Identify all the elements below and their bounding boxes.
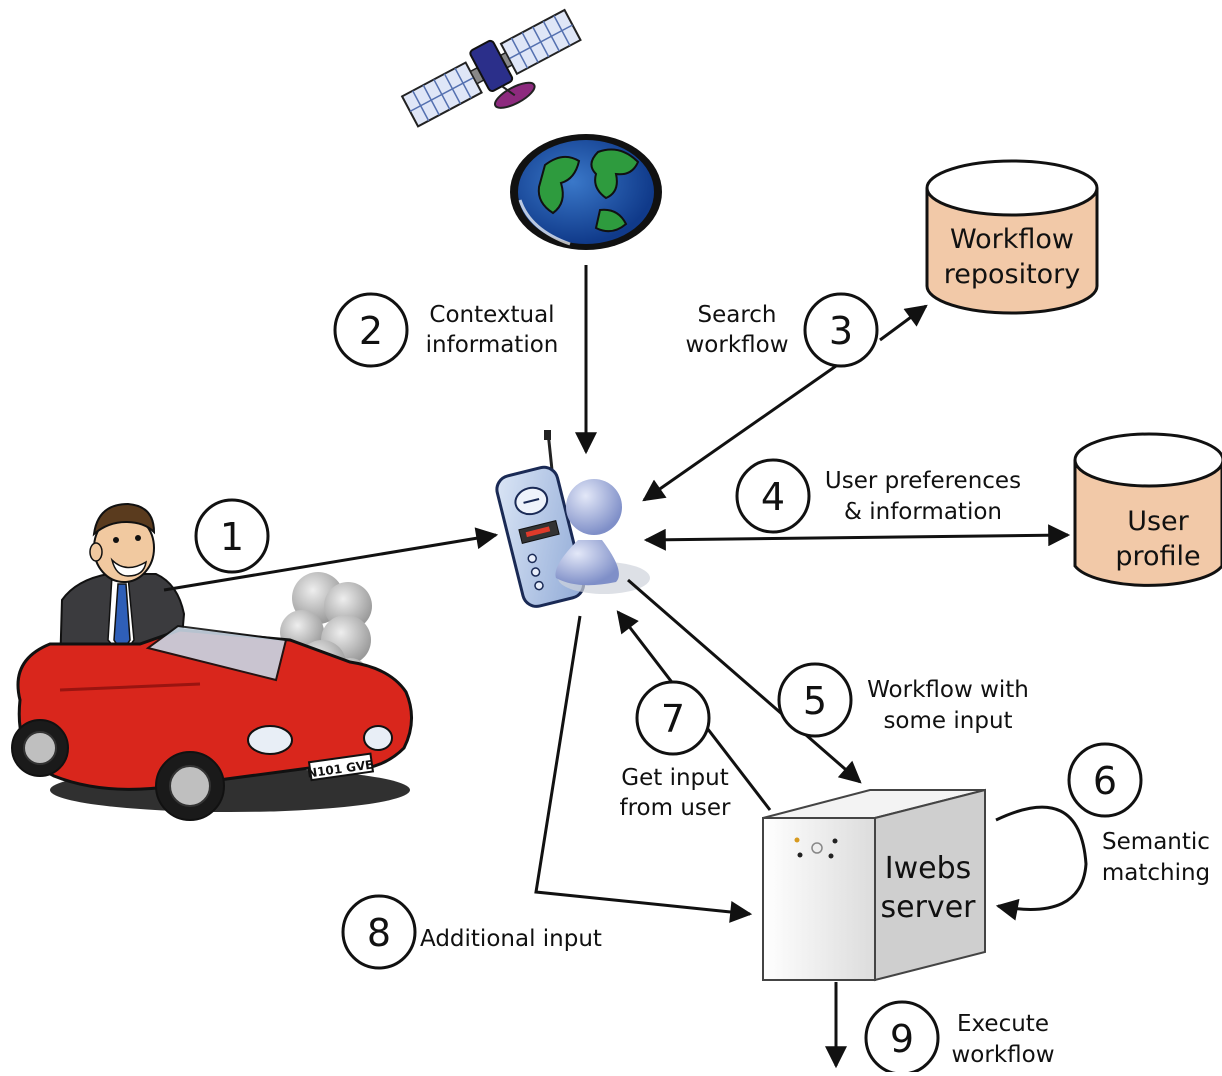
step-2-label-line-2: information: [426, 332, 559, 358]
step-7-number: 7: [661, 697, 685, 741]
step-4-label-line-1: User preferences: [825, 468, 1021, 494]
step-4-badge: 4: [735, 458, 811, 534]
user-profile-db: User profile: [1073, 432, 1222, 587]
agent-pawn-icon: [555, 479, 650, 594]
arrows: [163, 265, 1088, 1069]
step-5-label-line-2: some input: [883, 708, 1012, 734]
workflow-repository-label-line-1: Workflow: [950, 224, 1074, 255]
arrow-6-semantic-loop: [995, 805, 1088, 921]
server-label-line-1: Iwebs: [885, 851, 972, 886]
step-5-label-line-1: Workflow with: [867, 677, 1029, 703]
workflow-repository-label-line-2: repository: [944, 259, 1081, 290]
step-3-badge: 3: [803, 292, 879, 368]
step-1-badge: 1: [194, 498, 270, 574]
step-6-label-line-2: matching: [1102, 860, 1210, 886]
step-7-label-line-1: Get input: [621, 765, 728, 791]
globe-icon: [510, 134, 662, 250]
step-3-label-line-2: workflow: [685, 332, 788, 358]
step-2-label-line-1: Contextual: [429, 302, 554, 328]
step-7-badge: 7: [635, 680, 711, 756]
step-5-badge: 5: [777, 662, 853, 738]
step-2-badge: 2: [333, 292, 409, 368]
arrow-3-phone-to-circle: [642, 364, 837, 502]
step-6-badge: 6: [1067, 742, 1143, 818]
step-4-number: 4: [761, 475, 785, 519]
iwebs-server-icon: Iwebs server: [762, 788, 986, 982]
arrow-8-phone-to-server: [534, 615, 753, 923]
red-car-icon: N101 GVE: [11, 624, 413, 821]
workflow-repository-db: Workflow repository: [925, 159, 1099, 315]
satellite-icon: [400, 8, 582, 128]
arrow-4-phone-user-profile: [643, 524, 1071, 551]
step-9-label-line-1: Execute: [957, 1011, 1049, 1037]
step-8-label: Additional input: [420, 926, 602, 952]
step-9-label-line-2: workflow: [951, 1042, 1054, 1068]
step-9-number: 9: [890, 1017, 914, 1061]
step-4-label-line-2: & information: [844, 499, 1002, 525]
step-9-badge: 9: [864, 1000, 940, 1076]
server-label-line-2: server: [881, 890, 977, 925]
step-3-number: 3: [829, 309, 853, 353]
step-5-number: 5: [803, 679, 827, 723]
step-7-label-line-2: from user: [619, 795, 731, 821]
step-8-badge: 8: [341, 894, 417, 970]
step-1-number: 1: [220, 515, 244, 559]
step-2-number: 2: [359, 309, 383, 353]
user-profile-label-line-2: profile: [1115, 541, 1200, 572]
arrow-1-driver-to-phone: [163, 527, 499, 592]
arrow-3-circle-to-repository: [879, 304, 928, 342]
arrow-5-phone-to-server: [627, 578, 862, 784]
user-profile-label-line-1: User: [1127, 506, 1189, 537]
step-6-number: 6: [1093, 759, 1117, 803]
step-8-number: 8: [367, 911, 391, 955]
step-6-label-line-1: Semantic: [1102, 829, 1210, 855]
step-3-label-line-1: Search: [697, 302, 776, 328]
